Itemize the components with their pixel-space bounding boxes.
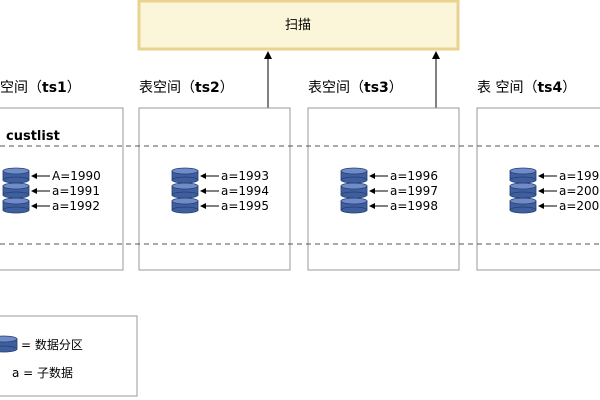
partition-stack-ts4: a=1999a=2000a=200 [509,167,600,214]
partition-label: a=1993 [221,169,269,183]
partition-label: a=1992 [52,199,100,213]
partition-label: a=200 [559,199,599,213]
legend-cylinder-icon [0,335,18,353]
partition-label: a=1996 [390,169,438,183]
tablespace-box-ts3 [307,107,460,271]
partition-disk [340,197,368,214]
partition-groups: A=1990a=1991a=1992a=1993a=1994a=1995a=19… [2,167,600,214]
partition-disk [2,197,30,214]
partition-label: a=1994 [221,184,269,198]
partition-label: a=1998 [390,199,438,213]
partition-label: a=2000 [559,184,600,198]
scan-box: 扫描 [137,0,460,51]
partition-disk [509,197,537,214]
scan-box-frame [137,0,460,51]
tablespace-box-ts2 [138,107,291,271]
legend: = 数据分区 a = 子数据 [0,315,138,397]
legend-subdata-label: a = 子数据 [12,365,73,380]
partition-label: a=1995 [221,199,269,213]
partition-label: a=1997 [390,184,438,198]
legend-partition-label: = 数据分区 [21,337,83,352]
partition-disk [171,182,199,199]
tablespace-label-ts1: 空间（ts1） [0,80,81,96]
partition-disk [509,167,537,184]
table-label: custlist [6,129,60,144]
tablespace-label-ts3: 表空间（ts3） [308,80,403,96]
partition-disk [509,182,537,199]
legend-box [0,315,138,397]
partition-disk [340,167,368,184]
tablespace-label-ts4: 表 空间（ts4） [477,80,576,96]
partition-disk [171,167,199,184]
tablespace-label-ts2: 表空间（ts2） [139,80,234,96]
partition-label: A=1990 [52,169,101,183]
partition-disk [340,182,368,199]
partition-disk [2,182,30,199]
partition-disk [2,167,30,184]
partition-disk [0,335,18,353]
partition-label: a=1999 [559,169,600,183]
scan-label: 扫描 [285,18,311,33]
partition-label: a=1991 [52,184,100,198]
partition-disk [171,197,199,214]
